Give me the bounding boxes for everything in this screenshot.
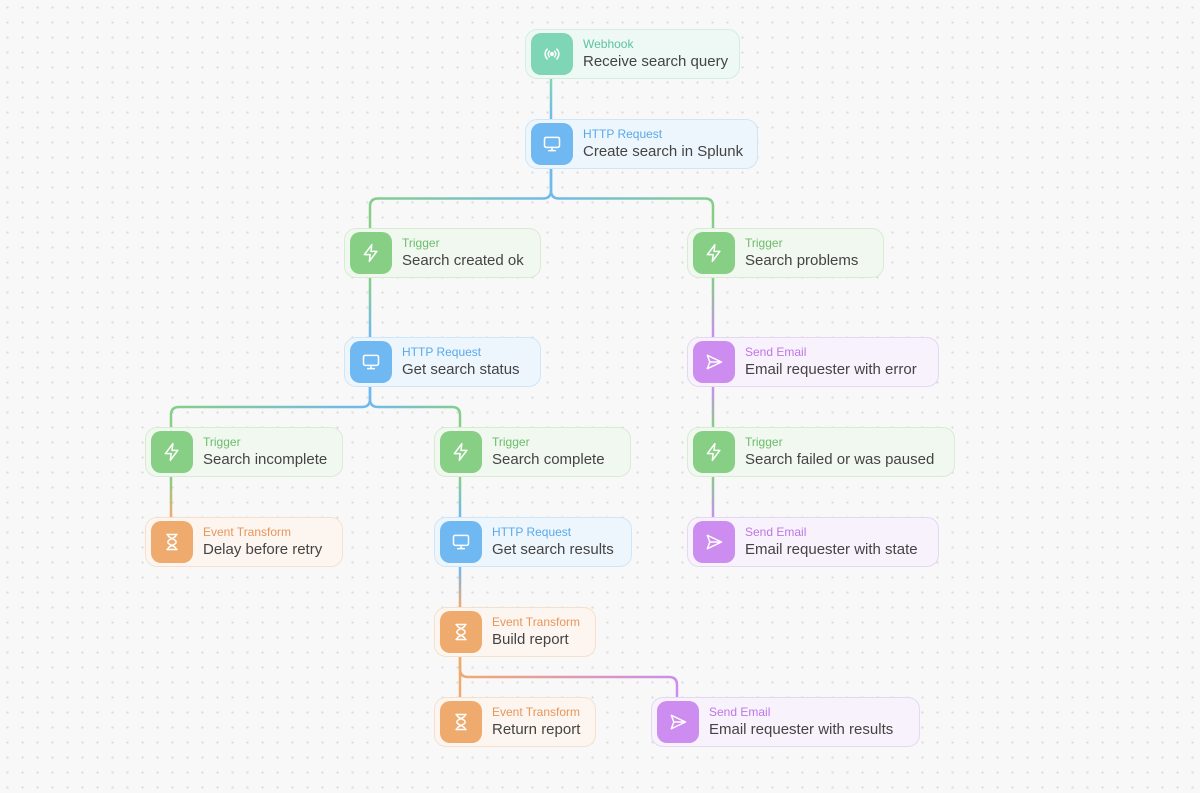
node-title: Create search in Splunk <box>583 143 744 160</box>
node-type-label: HTTP Request <box>402 345 482 359</box>
node-build-report[interactable]: Event Transform Build report <box>434 607 596 657</box>
monitor-icon <box>440 521 482 563</box>
monitor-icon <box>350 341 392 383</box>
bolt-icon <box>350 232 392 274</box>
node-type-label: HTTP Request <box>583 127 663 141</box>
node-title: Email requester with state <box>745 541 918 558</box>
hourglass-icon <box>151 521 193 563</box>
bolt-icon <box>440 431 482 473</box>
bolt-icon <box>151 431 193 473</box>
node-title: Delay before retry <box>203 541 323 558</box>
send-icon <box>657 701 699 743</box>
send-icon <box>693 341 735 383</box>
node-type-label: Event Transform <box>492 615 581 629</box>
monitor-icon <box>531 123 573 165</box>
node-type-label: Trigger <box>745 236 783 250</box>
node-search-created-ok[interactable]: Trigger Search created ok <box>344 228 541 278</box>
edge-get-search-status-to-search-complete[interactable] <box>368 385 462 429</box>
node-type-label: HTTP Request <box>492 525 572 539</box>
node-get-search-status[interactable]: HTTP Request Get search status <box>344 337 541 387</box>
node-title: Email requester with error <box>745 361 917 378</box>
node-type-label: Event Transform <box>492 705 581 719</box>
node-title: Build report <box>492 631 569 648</box>
node-email-state[interactable]: Send Email Email requester with state <box>687 517 939 567</box>
node-type-label: Send Email <box>709 705 771 719</box>
bolt-icon <box>693 431 735 473</box>
node-search-incomplete[interactable]: Trigger Search incomplete <box>145 427 343 477</box>
node-title: Return report <box>492 721 581 738</box>
node-title: Search created ok <box>402 252 524 269</box>
node-title: Search failed or was paused <box>745 451 935 468</box>
node-return-report[interactable]: Event Transform Return report <box>434 697 596 747</box>
node-type-label: Trigger <box>745 435 783 449</box>
node-type-label: Send Email <box>745 525 807 539</box>
node-type-label: Trigger <box>203 435 241 449</box>
node-type-label: Send Email <box>745 345 807 359</box>
node-email-results[interactable]: Send Email Email requester with results <box>651 697 920 747</box>
edge-create-search-to-search-created-ok[interactable] <box>368 167 553 230</box>
node-search-complete[interactable]: Trigger Search complete <box>434 427 631 477</box>
edge-create-search-to-search-problems[interactable] <box>549 167 715 230</box>
node-search-failed[interactable]: Trigger Search failed or was paused <box>687 427 955 477</box>
node-type-label: Webhook <box>583 37 634 51</box>
send-icon <box>693 521 735 563</box>
node-title: Receive search query <box>583 53 729 70</box>
node-type-label: Trigger <box>402 236 440 250</box>
edge-build-report-to-email-results[interactable] <box>458 655 679 699</box>
node-title: Search problems <box>745 252 859 269</box>
node-receive-search-query[interactable]: Webhook Receive search query <box>525 29 740 79</box>
webhook-icon <box>531 33 573 75</box>
node-type-label: Trigger <box>492 435 530 449</box>
node-title: Get search status <box>402 361 520 378</box>
node-title: Search complete <box>492 451 605 468</box>
hourglass-icon <box>440 701 482 743</box>
node-email-error[interactable]: Send Email Email requester with error <box>687 337 939 387</box>
node-search-problems[interactable]: Trigger Search problems <box>687 228 884 278</box>
node-create-search[interactable]: HTTP Request Create search in Splunk <box>525 119 758 169</box>
edge-get-search-status-to-search-incomplete[interactable] <box>169 385 372 429</box>
node-title: Get search results <box>492 541 614 558</box>
hourglass-icon <box>440 611 482 653</box>
node-type-label: Event Transform <box>203 525 292 539</box>
node-title: Email requester with results <box>709 721 894 738</box>
node-title: Search incomplete <box>203 451 328 468</box>
node-get-search-results[interactable]: HTTP Request Get search results <box>434 517 632 567</box>
node-delay-retry[interactable]: Event Transform Delay before retry <box>145 517 343 567</box>
bolt-icon <box>693 232 735 274</box>
